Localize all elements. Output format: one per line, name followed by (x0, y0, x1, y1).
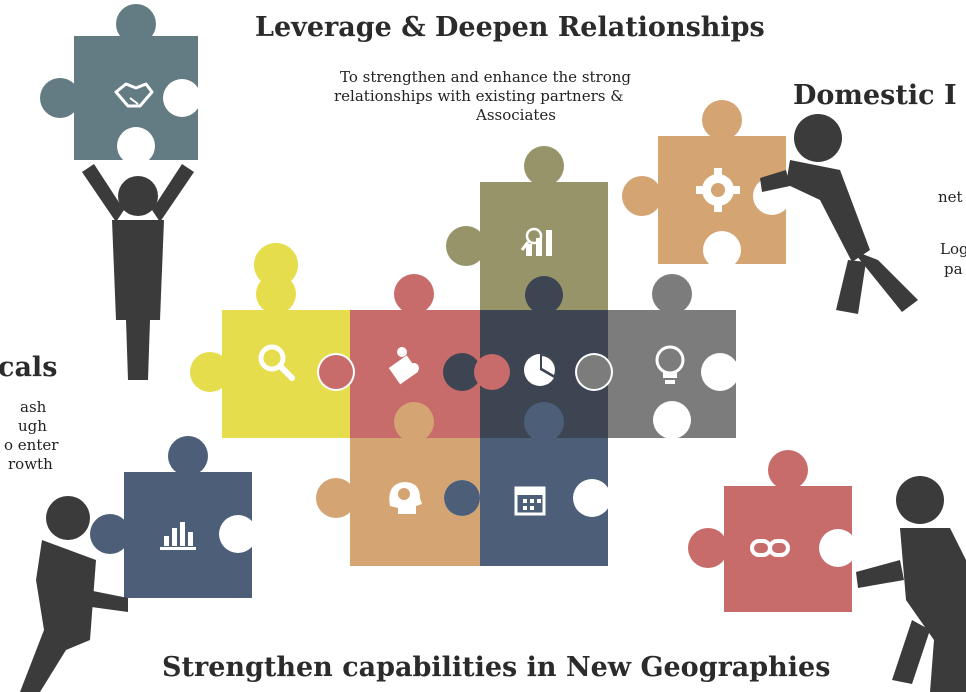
pie-chart-icon (524, 353, 557, 386)
heading-right-line-1: net (938, 188, 963, 206)
heading-right-line-3: pa (944, 260, 963, 278)
heading-right: Domestic I (793, 80, 957, 111)
piece-yellow-search (190, 242, 350, 438)
piece-tan-gear (622, 100, 791, 269)
heading-top-desc-3: Associates (476, 106, 557, 124)
heading-top-desc-2: relationships with existing partners & (334, 87, 624, 105)
heading-left-line-2: ugh (18, 417, 47, 435)
brain-icon (389, 482, 422, 514)
figure-top-left (82, 164, 194, 380)
link-icon (750, 539, 790, 557)
handshake-icon (114, 82, 154, 108)
puzzle-icon (388, 347, 419, 385)
figure-top-right (760, 114, 918, 314)
gear-icon (696, 168, 740, 212)
piece-blue-barchart (90, 436, 257, 598)
heading-top: Leverage & Deepen Relationships (255, 12, 765, 43)
piece-red-link (688, 450, 857, 612)
heading-top-desc-1: To strengthen and enhance the strong (340, 68, 632, 86)
figure-bottom-right (856, 476, 966, 692)
heading-left-line-4: rowth (8, 455, 53, 473)
piece-olive-analytics (446, 146, 608, 314)
heading-left-line-1: ash (20, 398, 47, 416)
analytics-icon (520, 227, 552, 256)
heading-right-line-2: Log (940, 240, 966, 258)
heading-left: cals (0, 352, 58, 383)
piece-blue-calendar (444, 402, 611, 566)
lightbulb-icon (655, 345, 685, 384)
piece-teal-handshake (40, 4, 201, 165)
heading-left-line-3: o enter (4, 436, 59, 454)
calendar-icon (514, 486, 546, 516)
piece-gray-bulb (575, 274, 739, 439)
heading-bottom: Strengthen capabilities in New Geographi… (162, 652, 831, 683)
search-icon (258, 344, 295, 381)
figure-bottom-left (20, 496, 128, 692)
bar-chart-icon (160, 522, 196, 550)
